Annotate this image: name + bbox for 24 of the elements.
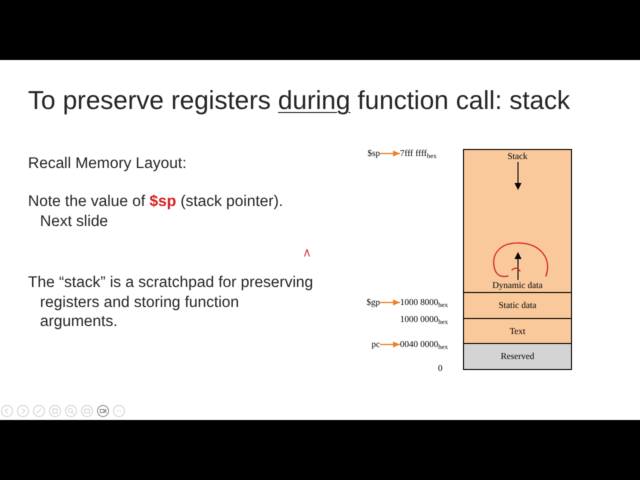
memory-segment	[463, 318, 572, 344]
body-text: The “stack” is a scratchpad for preserving registers and storing function arguments.	[28, 273, 314, 332]
arrow	[380, 150, 400, 156]
arrow	[380, 342, 400, 348]
register-label: pc	[352, 339, 380, 350]
register-label: $sp	[352, 148, 380, 159]
body-text: Recall Memory Layout:	[28, 154, 188, 174]
address-label: 7fff ffff$_{hex}$	[400, 148, 437, 159]
segment-label: Dynamic data	[492, 280, 543, 291]
slide-title: To preserve registers during function call: stack	[28, 84, 570, 116]
segment-label: Static data	[498, 300, 536, 311]
address-label: 0040 0000$_{hex}$	[400, 339, 448, 350]
address-label: 0	[438, 363, 442, 374]
segment-label: Text	[510, 326, 526, 336]
memory-segment	[463, 149, 572, 293]
segment-label: Reserved	[500, 351, 534, 362]
segment-label: Stack	[508, 151, 528, 162]
address-label: 1000 8000$_{hex}$	[400, 297, 448, 308]
arrow	[380, 300, 400, 306]
register-label: $gp	[352, 297, 380, 308]
memory-segment	[463, 343, 572, 370]
memory-segment	[463, 292, 572, 319]
body-text: Note the value of $sp (stack pointer). Next slide	[28, 192, 284, 232]
address-label: 1000 0000$_{hex}$	[400, 314, 448, 325]
